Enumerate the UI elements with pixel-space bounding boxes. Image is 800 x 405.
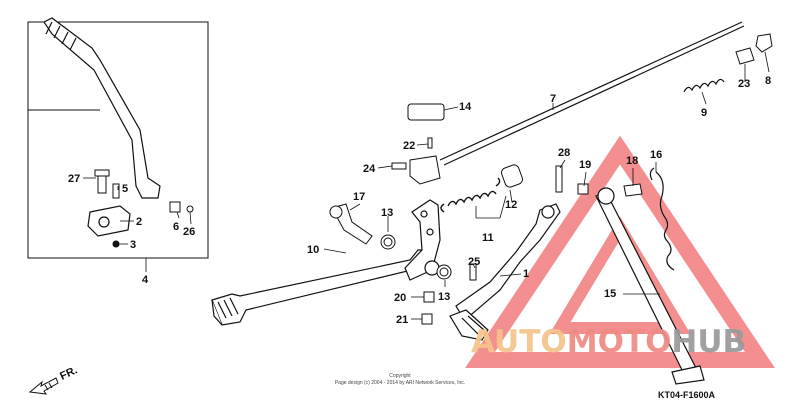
- watermark-moto: MOTO: [567, 324, 672, 360]
- callout-4: 4: [142, 274, 149, 286]
- callout-13-lower: 13: [438, 291, 450, 303]
- callout-21: 21: [396, 314, 408, 326]
- front-label: FR.: [58, 364, 79, 382]
- copyright-notice: Page design (c) 2004 - 2014 by ARI Netwo…: [335, 380, 465, 386]
- callout-22: 22: [403, 140, 415, 152]
- callout-13-upper: 13: [381, 207, 393, 219]
- shift-lever: [449, 203, 561, 341]
- stand-spring-16: [649, 167, 675, 271]
- diagram-code: KT04-F1600A: [658, 390, 716, 400]
- callout-14: 14: [459, 101, 472, 113]
- callout-3: 3: [130, 239, 136, 251]
- callout-labels: 1 2 3 4 5 6 7 8 9 10 11 12 13 13 14 15 1…: [68, 75, 771, 326]
- callout-24: 24: [363, 163, 376, 175]
- callout-2: 2: [136, 216, 142, 228]
- callout-25: 25: [468, 256, 480, 268]
- callout-9: 9: [701, 107, 707, 119]
- callout-26: 26: [183, 226, 195, 238]
- callout-17: 17: [353, 191, 365, 203]
- cable-spring-9: [683, 78, 725, 93]
- front-direction-indicator: FR.: [28, 364, 79, 395]
- callout-12: 12: [505, 199, 517, 211]
- watermark-auto: AUTO: [471, 324, 567, 360]
- callout-10: 10: [307, 244, 319, 256]
- kick-starter-arm: [43, 17, 161, 199]
- copyright-title: Copyright: [389, 373, 411, 379]
- callout-28: 28: [558, 147, 570, 159]
- bolts-and-nuts: [94, 33, 773, 325]
- watermark-triangle-outer: [465, 135, 775, 368]
- kick-lever-group-box: [27, 21, 209, 259]
- callout-16: 16: [650, 149, 662, 161]
- side-stand: [595, 187, 705, 385]
- return-spring-11: [440, 177, 501, 213]
- callout-6: 6: [173, 221, 179, 233]
- watermark-text: AUTOMOTOHUB: [471, 324, 746, 360]
- callout-18: 18: [626, 155, 638, 167]
- callout-5: 5: [122, 183, 128, 195]
- brake-rod: [439, 21, 745, 166]
- kick-arm-clamp: [87, 205, 131, 237]
- leader-lines: [83, 51, 770, 320]
- callout-23: 23: [738, 78, 750, 90]
- callout-19: 19: [579, 159, 591, 171]
- callout-27: 27: [68, 173, 80, 185]
- callout-1: 1: [523, 268, 529, 280]
- callout-11: 11: [482, 232, 494, 244]
- watermark-hub: HUB: [671, 324, 746, 360]
- front-arrow-icon: [28, 377, 59, 395]
- callout-8: 8: [765, 75, 771, 87]
- callout-20: 20: [394, 292, 406, 304]
- callout-7: 7: [550, 93, 556, 105]
- callout-15: 15: [604, 288, 616, 300]
- brake-pedal: [211, 199, 441, 326]
